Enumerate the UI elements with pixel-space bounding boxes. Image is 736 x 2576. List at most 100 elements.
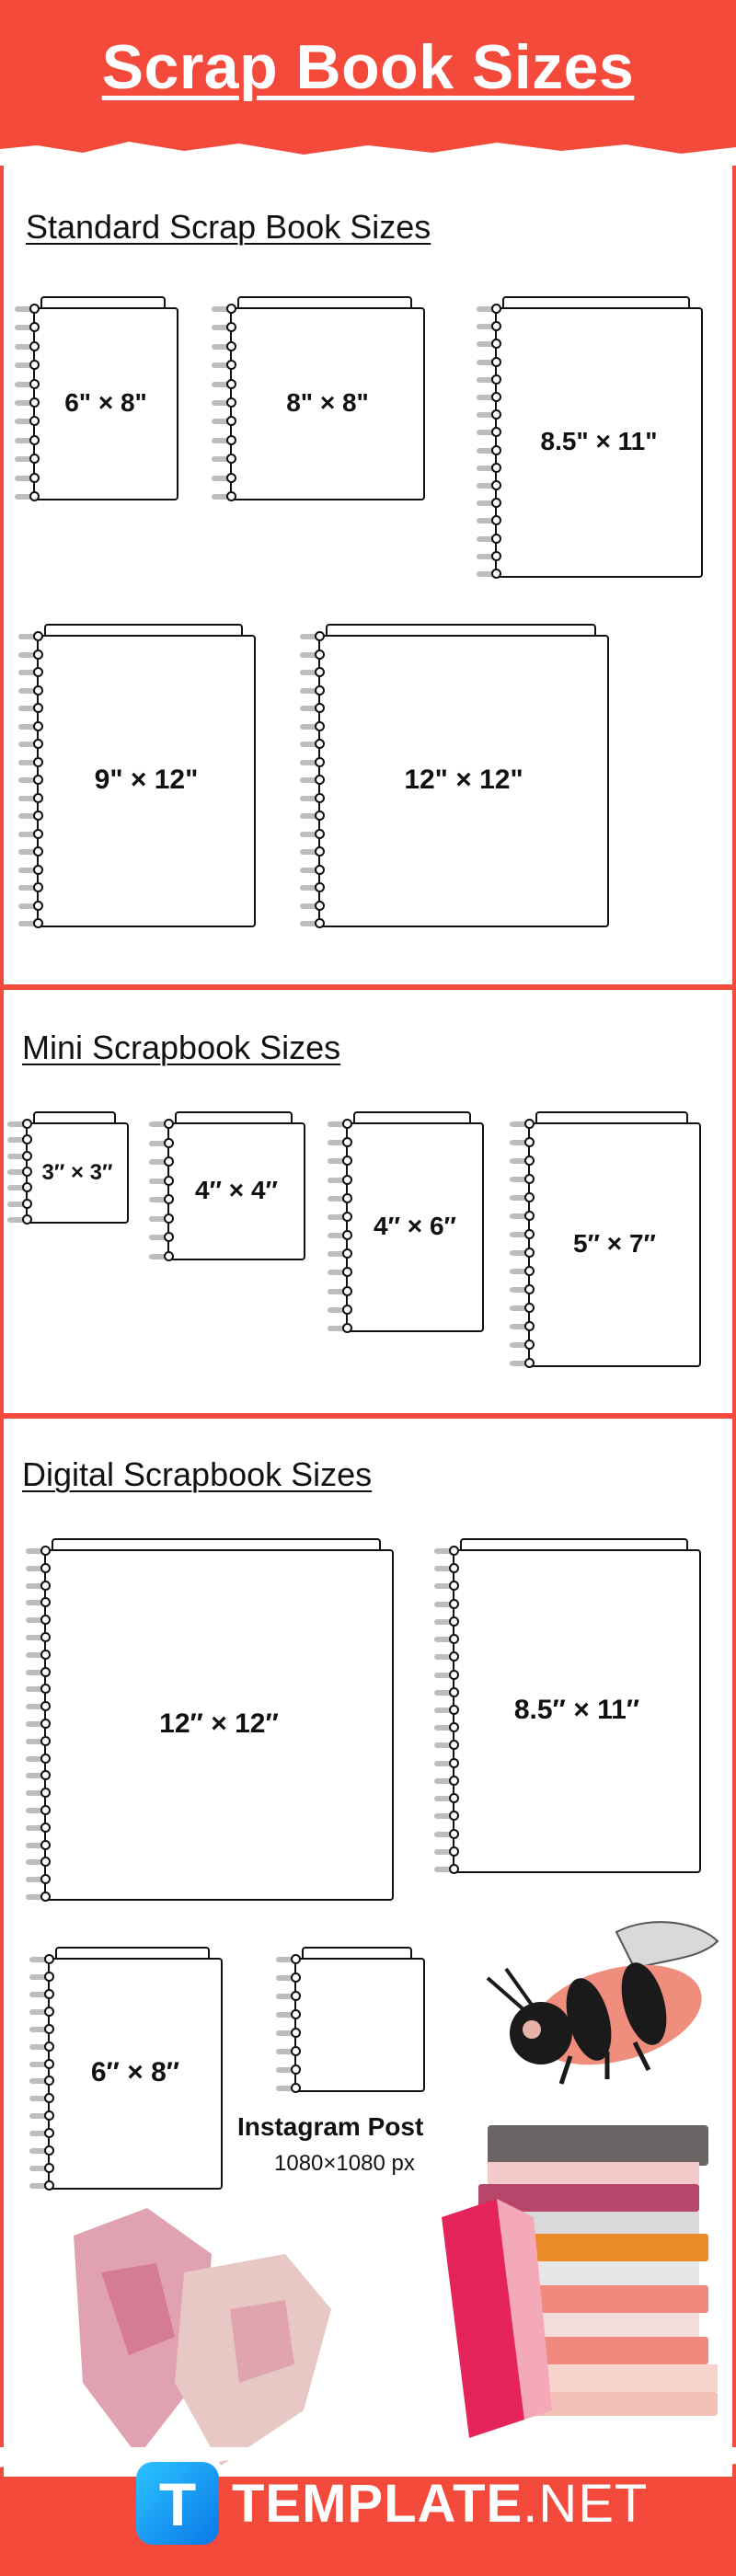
spiral-ring — [328, 1304, 355, 1315]
ring-wire — [477, 465, 497, 471]
ring-hole — [44, 2110, 54, 2122]
spiral-ring — [26, 1839, 53, 1850]
ring-hole — [29, 378, 40, 389]
notebook-standard-12x12: 12" × 12" — [300, 624, 609, 928]
spiral-ring — [26, 1892, 53, 1902]
ring-hole — [40, 1562, 51, 1573]
ring-hole — [491, 374, 501, 385]
template-logo-icon[interactable]: T — [136, 2462, 219, 2545]
ring-hole — [315, 649, 325, 660]
ring-hole — [315, 775, 325, 785]
ring-hole — [315, 918, 325, 928]
ring-wire — [477, 395, 497, 400]
ring-wire — [26, 1738, 46, 1744]
spiral-ring — [18, 811, 46, 821]
ring-wire — [434, 1867, 454, 1872]
notebook-cover — [26, 1122, 129, 1224]
notebook-cover — [37, 635, 256, 927]
notebook-size-label: 8" × 8" — [286, 388, 369, 418]
notebook-size-label: 5″ × 7″ — [573, 1229, 656, 1259]
spiral-ring — [149, 1137, 177, 1148]
ring-hole — [40, 1701, 51, 1712]
spiral-ring — [300, 792, 328, 803]
ring-hole — [449, 1722, 459, 1733]
spiral-ring — [26, 1770, 53, 1781]
notebook-cover — [33, 307, 178, 500]
spiral-ring — [29, 2076, 57, 2087]
spiral-ring — [477, 550, 504, 561]
spiral-ring — [328, 1230, 355, 1241]
ring-hole — [315, 720, 325, 731]
ring-wire — [300, 831, 320, 837]
spiral-ring — [510, 1303, 537, 1313]
ring-hole — [22, 1214, 32, 1225]
spiral-ring — [18, 864, 46, 875]
notebook-digital-8_5x11: 8.5″ × 11″ — [434, 1538, 701, 1874]
ring-hole — [40, 1805, 51, 1815]
spiral-ring — [276, 1954, 304, 1964]
ring-wire — [18, 742, 39, 747]
ring-wire — [477, 571, 497, 577]
ring-wire — [510, 1324, 530, 1329]
ring-hole — [342, 1285, 352, 1296]
ring-wire — [434, 1689, 454, 1696]
spiral-ring — [149, 1175, 177, 1186]
ring-hole — [44, 2076, 54, 2087]
ring-wire — [18, 670, 39, 675]
ring-wire — [434, 1637, 454, 1643]
ring-wire — [434, 1760, 454, 1766]
ring-wire — [149, 1140, 169, 1146]
spiral-ring — [29, 2023, 57, 2034]
ring-hole — [164, 1156, 174, 1167]
spiral-ring — [434, 1864, 462, 1874]
ring-wire — [18, 651, 39, 658]
ring-wire — [510, 1287, 530, 1293]
ring-wire — [328, 1213, 348, 1220]
ring-hole — [491, 498, 501, 509]
notebook-cover — [294, 1958, 425, 2092]
ring-hole — [342, 1119, 352, 1129]
ring-wire — [26, 1877, 46, 1883]
spiral-ring — [276, 2009, 304, 2019]
ring-hole — [22, 1167, 32, 1177]
spiral-ring — [328, 1174, 355, 1185]
spiral-ring — [29, 2006, 57, 2017]
paper-hearts-illustration — [74, 2208, 331, 2466]
brand-name[interactable]: TEMPLATE.NET — [232, 2473, 648, 2535]
ring-wire — [477, 341, 497, 348]
ring-hole — [449, 1775, 459, 1786]
spiral-ring — [300, 846, 328, 857]
ring-hole — [291, 1972, 301, 1983]
spiral-ring — [328, 1211, 355, 1222]
ring-wire — [477, 518, 497, 524]
ring-wire — [26, 1651, 46, 1658]
spiral-ring — [300, 684, 328, 696]
ring-wire — [212, 306, 232, 312]
ring-wire — [7, 1121, 28, 1127]
ring-wire — [149, 1235, 169, 1241]
ring-wire — [18, 687, 39, 694]
ring-hole — [29, 322, 40, 333]
ring-wire — [7, 1137, 28, 1144]
ring-wire — [18, 777, 39, 783]
spiral-binding — [7, 1117, 39, 1229]
ring-hole — [29, 397, 40, 408]
notebook-cover — [528, 1122, 701, 1367]
ring-hole — [491, 533, 501, 544]
spiral-ring — [26, 1597, 53, 1608]
spiral-ring — [18, 918, 46, 928]
spiral-ring — [434, 1722, 462, 1733]
ring-wire — [18, 831, 39, 837]
ring-hole — [291, 2046, 301, 2056]
ring-hole — [491, 356, 501, 367]
spiral-ring — [29, 2041, 57, 2052]
ring-hole — [449, 1828, 459, 1839]
ring-wire — [26, 1565, 46, 1571]
ring-hole — [449, 1740, 459, 1751]
ring-hole — [491, 427, 501, 438]
ring-wire — [26, 1582, 46, 1589]
spiral-ring — [477, 356, 504, 367]
spiral-ring — [510, 1340, 537, 1350]
ring-hole — [449, 1846, 459, 1857]
spiral-ring — [300, 918, 328, 928]
